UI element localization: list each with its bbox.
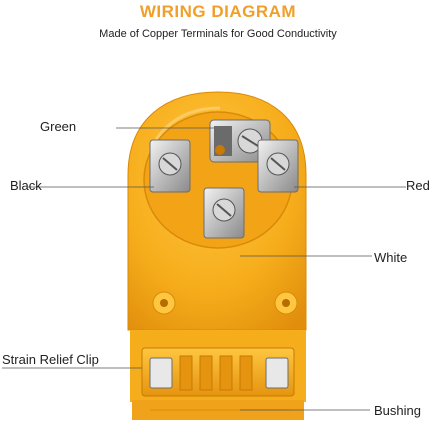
red-terminal	[257, 139, 299, 193]
diagram-subtitle: Made of Copper Terminals for Good Conduc…	[99, 28, 337, 40]
leader-lines	[2, 127, 406, 411]
housing-screw-left	[152, 291, 176, 315]
black-terminal	[149, 139, 191, 193]
label-strain-relief-clip: Strain Relief Clip	[2, 352, 99, 367]
label-black: Black	[10, 178, 42, 193]
label-green: Green	[40, 119, 77, 134]
center-hole	[215, 145, 225, 155]
label-white: White	[374, 250, 408, 265]
housing-screw-right	[274, 291, 298, 315]
white-terminal	[203, 187, 245, 239]
strain-relief-clip	[130, 330, 306, 402]
label-red: Red	[406, 178, 430, 193]
label-bushing: Bushing	[374, 403, 421, 418]
diagram-title: WIRING DIAGRAM	[139, 2, 297, 21]
